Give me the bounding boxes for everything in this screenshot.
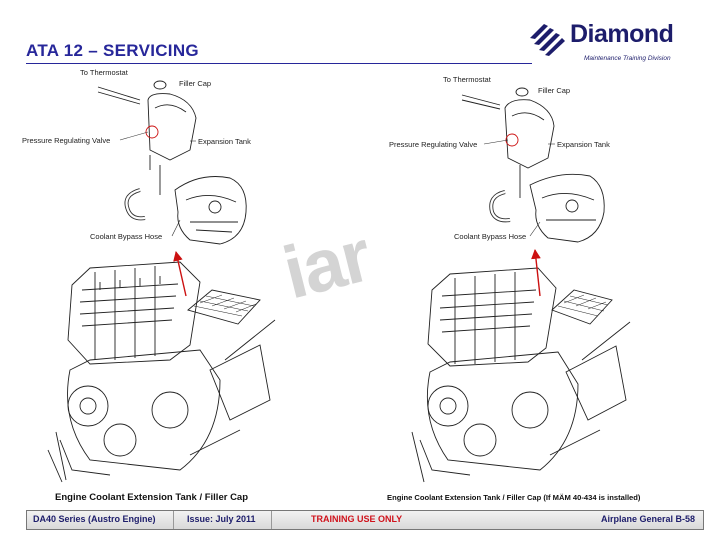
footer-bar: DA40 Series (Austro Engine) Issue: July … xyxy=(26,510,704,530)
left-label-filler-cap: Filler Cap xyxy=(179,79,212,88)
left-engine-illustration xyxy=(47,80,276,483)
right-callout-arrow xyxy=(531,249,541,297)
left-label-thermostat: To Thermostat xyxy=(80,68,128,77)
right-figure-caption: Engine Coolant Extension Tank / Filler C… xyxy=(387,493,641,502)
page-title: ATA 12 – SERVICING xyxy=(26,41,199,60)
title-rule xyxy=(26,63,532,64)
right-label-filler-cap: Filler Cap xyxy=(538,86,571,95)
logo-wordmark: Diamond xyxy=(570,20,674,48)
left-label-expansion-tank: Expansion Tank xyxy=(198,137,251,146)
footer-model: DA40 Series (Austro Engine) xyxy=(33,514,156,524)
right-label-bypass-hose: Coolant Bypass Hose xyxy=(454,232,527,241)
footer-divider xyxy=(173,511,174,529)
footer-usage-warning: TRAINING USE ONLY xyxy=(311,514,403,524)
right-label-pressure-valve: Pressure Regulating Valve xyxy=(389,140,478,149)
right-engine-illustration xyxy=(411,87,631,483)
footer-divider xyxy=(271,511,272,529)
right-label-thermostat: To Thermostat xyxy=(443,75,491,84)
left-callout-arrow xyxy=(173,251,187,297)
right-label-expansion-tank: Expansion Tank xyxy=(557,140,610,149)
left-label-pressure-valve: Pressure Regulating Valve xyxy=(22,136,111,145)
left-figure-caption: Engine Coolant Extension Tank / Filler C… xyxy=(55,492,249,503)
logo-subtitle: Maintenance Training Division xyxy=(584,55,671,62)
footer-issue: Issue: July 2011 xyxy=(187,514,256,524)
diamond-logo-icon xyxy=(530,24,565,56)
company-logo: Diamond Maintenance Training Division xyxy=(526,20,702,68)
left-label-bypass-hose: Coolant Bypass Hose xyxy=(90,232,163,241)
footer-page-reference: Airplane General B-58 xyxy=(600,514,695,524)
